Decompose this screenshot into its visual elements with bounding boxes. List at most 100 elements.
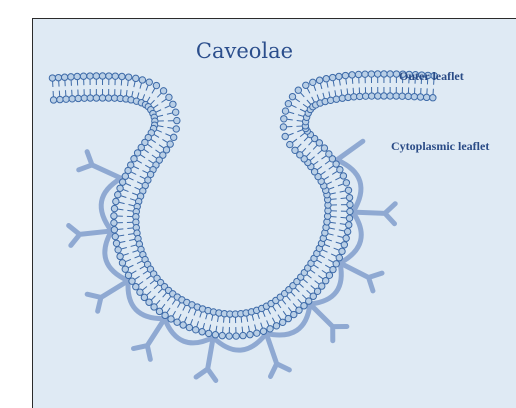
lipid-head xyxy=(254,330,260,336)
lipid-head xyxy=(292,147,298,153)
coat-spike xyxy=(340,263,382,291)
lipid-head xyxy=(205,330,211,336)
lipid-head xyxy=(287,141,293,147)
lipid-head xyxy=(115,192,121,198)
lipid-bilayer xyxy=(49,71,437,339)
lipid-head xyxy=(137,289,143,295)
lipid-head xyxy=(343,180,349,186)
lipid-head xyxy=(393,93,399,99)
lipid-head xyxy=(285,100,291,106)
lipid-head xyxy=(280,124,286,130)
lipid-head xyxy=(134,150,140,156)
lipid-head xyxy=(346,222,352,228)
lipid-head xyxy=(50,97,56,103)
lipid-head xyxy=(99,73,105,79)
lipid-head xyxy=(125,272,131,278)
lipid-head xyxy=(119,260,125,266)
lipid-head xyxy=(362,93,368,99)
lipid-head xyxy=(174,117,180,123)
lipid-head xyxy=(174,319,180,325)
lipid-head xyxy=(368,93,374,99)
diagram-frame: Caveolae Outer leaflet Cytoplasmic leafl… xyxy=(32,18,516,408)
lipid-head xyxy=(93,73,99,79)
lipid-head xyxy=(57,96,63,102)
lipid-head xyxy=(117,253,123,259)
lipid-head xyxy=(111,213,117,219)
lipid-head xyxy=(417,94,423,100)
lipid-head xyxy=(399,93,405,99)
lipid-head xyxy=(375,93,381,99)
lipid-head xyxy=(171,134,177,140)
lipid-head xyxy=(316,77,322,83)
coat-spike xyxy=(266,333,289,376)
lipid-head xyxy=(226,333,232,339)
lipid-head xyxy=(329,74,335,80)
lipid-head xyxy=(80,73,86,79)
lipid-head xyxy=(133,284,139,290)
lipid-head xyxy=(180,322,186,328)
lipid-head xyxy=(374,71,380,77)
lipid-head xyxy=(139,77,145,83)
lipid-head xyxy=(61,74,67,80)
lipid-head xyxy=(186,324,192,330)
lipid-head xyxy=(75,95,81,101)
lipid-head xyxy=(68,74,74,80)
lipid-head xyxy=(63,96,69,102)
lipid-head xyxy=(87,73,93,79)
lipid-head xyxy=(113,198,119,204)
lipid-head xyxy=(247,331,253,337)
lipid-head xyxy=(323,76,329,82)
lipid-head xyxy=(423,94,429,100)
lipid-head xyxy=(168,316,174,322)
lipid-head xyxy=(368,71,374,77)
lipid-head xyxy=(162,312,168,318)
lipid-head xyxy=(166,94,172,100)
lipid-head xyxy=(119,73,125,79)
lipid-head xyxy=(282,133,288,139)
lipid-head xyxy=(381,71,387,77)
lipid-head xyxy=(156,308,162,314)
lipid-head xyxy=(93,95,99,101)
lipid-head xyxy=(112,73,118,79)
lipid-head xyxy=(273,323,279,329)
lipid-head xyxy=(111,205,117,211)
lipid-head xyxy=(326,151,332,157)
lipid-head xyxy=(333,261,339,267)
lipid-head xyxy=(411,93,417,99)
lipid-head xyxy=(167,141,173,147)
lipid-head xyxy=(346,194,352,200)
lipid-head xyxy=(55,74,61,80)
lipid-head xyxy=(430,95,436,101)
lipid-head xyxy=(173,126,179,132)
lipid-head xyxy=(336,254,342,260)
lipid-head xyxy=(336,73,342,79)
lipid-head xyxy=(146,299,152,305)
lipid-head xyxy=(193,327,199,333)
coat-spike xyxy=(134,319,165,360)
lipid-head xyxy=(345,187,351,193)
lipid-head xyxy=(131,156,137,162)
lipid-head xyxy=(282,108,288,114)
lipid-head xyxy=(87,95,93,101)
lipid-head xyxy=(281,116,287,122)
lipid-head xyxy=(74,73,80,79)
diagram-title: Caveolae xyxy=(32,39,486,63)
lipid-head xyxy=(199,329,205,335)
lipid-head xyxy=(387,71,393,77)
lipid-head xyxy=(160,88,166,94)
lipid-head xyxy=(340,173,346,179)
lipid-head xyxy=(289,93,295,99)
lipid-head xyxy=(212,332,218,338)
lipid-head xyxy=(146,79,152,85)
lipid-head xyxy=(295,87,301,93)
lipid-head xyxy=(303,82,309,88)
outer-leaflet-label: Outer leaflet xyxy=(399,69,464,84)
lipid-head xyxy=(342,72,348,78)
lipid-head xyxy=(349,72,355,78)
cytoplasmic-leaflet-label: Cytoplasmic leaflet xyxy=(391,139,489,154)
lipid-head xyxy=(172,109,178,115)
lipid-head xyxy=(343,235,349,241)
lipid-head xyxy=(122,266,128,272)
lipid-head xyxy=(105,95,111,101)
lipid-head xyxy=(310,79,316,85)
